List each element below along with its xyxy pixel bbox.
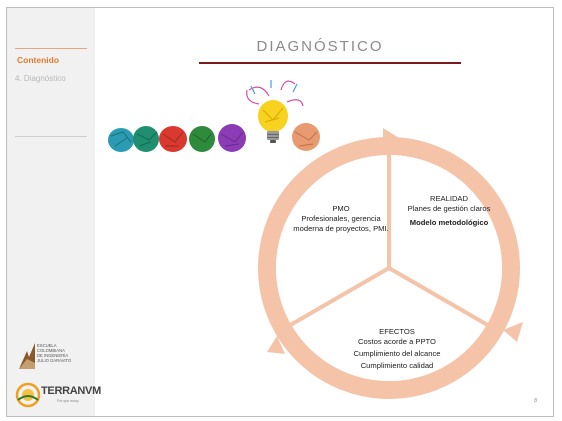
cycle-arrow-icon <box>503 322 523 342</box>
cycle-segment-realidad: REALIDAD Planes de gestión claros Modelo… <box>407 194 491 228</box>
sidebar-divider-bottom <box>15 136 87 137</box>
slide-title: DIAGNÓSTICO <box>256 38 384 55</box>
efectos-line-1: Costos acorde a PPTO <box>358 337 436 346</box>
cycle-divider <box>387 266 500 333</box>
slide-frame: Contenido 4. Diagnóstico ESCUELA COLOMBI… <box>6 7 554 417</box>
terranvm-tagline: Por que estoy <box>57 399 79 403</box>
sidebar-item-diagnostico[interactable]: 4. Diagnóstico <box>15 74 66 83</box>
cycle-diagram <box>258 128 523 399</box>
sidebar: Contenido 4. Diagnóstico ESCUELA COLOMBI… <box>7 8 101 416</box>
efectos-line-3: Cumplimiento calidad <box>360 361 434 370</box>
pmo-text: Profesionales, gerencia moderna de proye… <box>293 214 389 233</box>
realidad-heading: REALIDAD <box>430 194 468 203</box>
cycle-segment-pmo: PMO Profesionales, gerencia moderna de p… <box>291 204 391 234</box>
crumpled-paper-lightbulb-illustration <box>108 80 320 152</box>
cycle-arrow-icon <box>267 336 285 354</box>
cycle-divider <box>278 266 391 333</box>
title-underline <box>199 62 461 64</box>
efectos-heading: EFECTOS <box>379 327 415 336</box>
crumpled-paper-balls <box>108 123 320 152</box>
lightbulb-icon <box>246 80 304 143</box>
realidad-bold-text: Modelo metodológico <box>409 218 489 227</box>
cycle-segment-efectos: EFECTOS Costos acorde a PPTO Cumplimient… <box>337 327 457 371</box>
realidad-text: Planes de gestión claros <box>407 204 491 213</box>
terranvm-sun-icon <box>15 382 41 408</box>
page-number: 8 <box>534 398 537 404</box>
pmo-heading: PMO <box>332 204 350 213</box>
ecij-emblem-icon <box>19 343 35 369</box>
cycle-arrow-icon <box>383 128 399 150</box>
efectos-line-2: Cumplimiento del alcance <box>353 349 441 358</box>
sidebar-section-title: Contenido <box>17 55 60 65</box>
sidebar-divider-top <box>15 48 87 49</box>
ecij-logo: ESCUELA COLOMBIANA DE INGENIERÍA JULIO G… <box>17 341 91 371</box>
ecij-logo-text: ESCUELA COLOMBIANA DE INGENIERÍA JULIO G… <box>37 343 72 363</box>
terranvm-logo: TERRANVM Por que estoy <box>15 380 101 410</box>
terranvm-wordmark: TERRANVM <box>41 385 101 397</box>
